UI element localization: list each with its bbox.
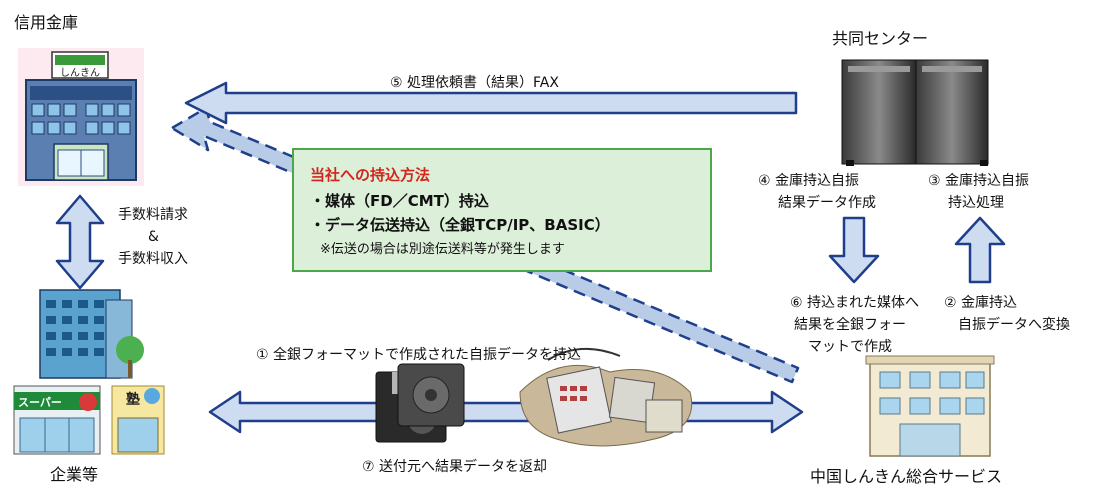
delivery-method-title: 当社への持込方法 xyxy=(310,166,431,184)
juku-sign-text: 塾 xyxy=(126,391,140,408)
step2-label-line1: ② 金庫持込 xyxy=(944,295,1018,311)
supermarket-icon: スーパー xyxy=(13,385,101,455)
step4-label-line2: 結果データ作成 xyxy=(778,195,876,211)
office-building-icon xyxy=(39,289,144,379)
supermarket-sign-text: スーパー xyxy=(18,396,62,409)
bank-label: 信用金庫 xyxy=(14,13,79,32)
center-label: 共同センター xyxy=(832,29,929,48)
fee-income-label: 手数料収入 xyxy=(118,251,188,267)
media-delivery-item: ・媒体（FD／CMT）持込 xyxy=(310,192,489,210)
fee-ampersand-label: & xyxy=(148,229,159,245)
fee-request-label: 手数料請求 xyxy=(118,207,188,223)
step6-label-line3: マットで作成 xyxy=(808,339,892,355)
step4-label-line1: ④ 金庫持込自振 xyxy=(758,173,860,189)
transmission-fee-note: ※伝送の場合は別途伝送料等が発生します xyxy=(320,242,565,257)
up-arrow xyxy=(954,216,1006,284)
bank-building-icon: しんきん xyxy=(18,48,144,186)
step1-label: ① 全銀フォーマットで作成された自振データを持込 xyxy=(256,347,581,363)
fee-double-arrow xyxy=(55,194,105,290)
fax-arrow xyxy=(184,81,798,125)
service-company-label: 中国しんきん総合サービス xyxy=(810,467,1003,486)
transmission-terminal-icon xyxy=(519,347,693,447)
step5-label: ⑤ 処理依頼書（結果）FAX xyxy=(390,75,559,91)
step2-label-line2: 自振データへ変換 xyxy=(958,317,1070,333)
step7-label: ⑦ 送付元へ結果データを返却 xyxy=(362,459,548,475)
step6-label-line1: ⑥ 持込まれた媒体へ xyxy=(790,295,920,311)
cram-school-icon: 塾 xyxy=(111,385,165,455)
step3-label-line1: ③ 金庫持込自振 xyxy=(928,173,1030,189)
bank-sign-text: しんきん xyxy=(60,67,100,79)
cmt-cartridge-icon xyxy=(397,363,465,427)
company-label: 企業等 xyxy=(50,465,99,484)
service-company-building-icon xyxy=(865,355,995,457)
data-transmission-item: ・データ伝送持込（全銀TCP/IP、BASIC） xyxy=(310,216,610,234)
step6-label-line2: 結果を全銀フォー xyxy=(794,317,906,333)
down-arrow xyxy=(828,216,880,284)
delivery-method-box: 当社への持込方法 ・媒体（FD／CMT）持込 ・データ伝送持込（全銀TCP/IP… xyxy=(292,148,712,272)
step3-label-line2: 持込処理 xyxy=(948,195,1004,211)
data-exchange-double-arrow xyxy=(208,390,804,434)
server-rack-icon xyxy=(841,59,989,166)
